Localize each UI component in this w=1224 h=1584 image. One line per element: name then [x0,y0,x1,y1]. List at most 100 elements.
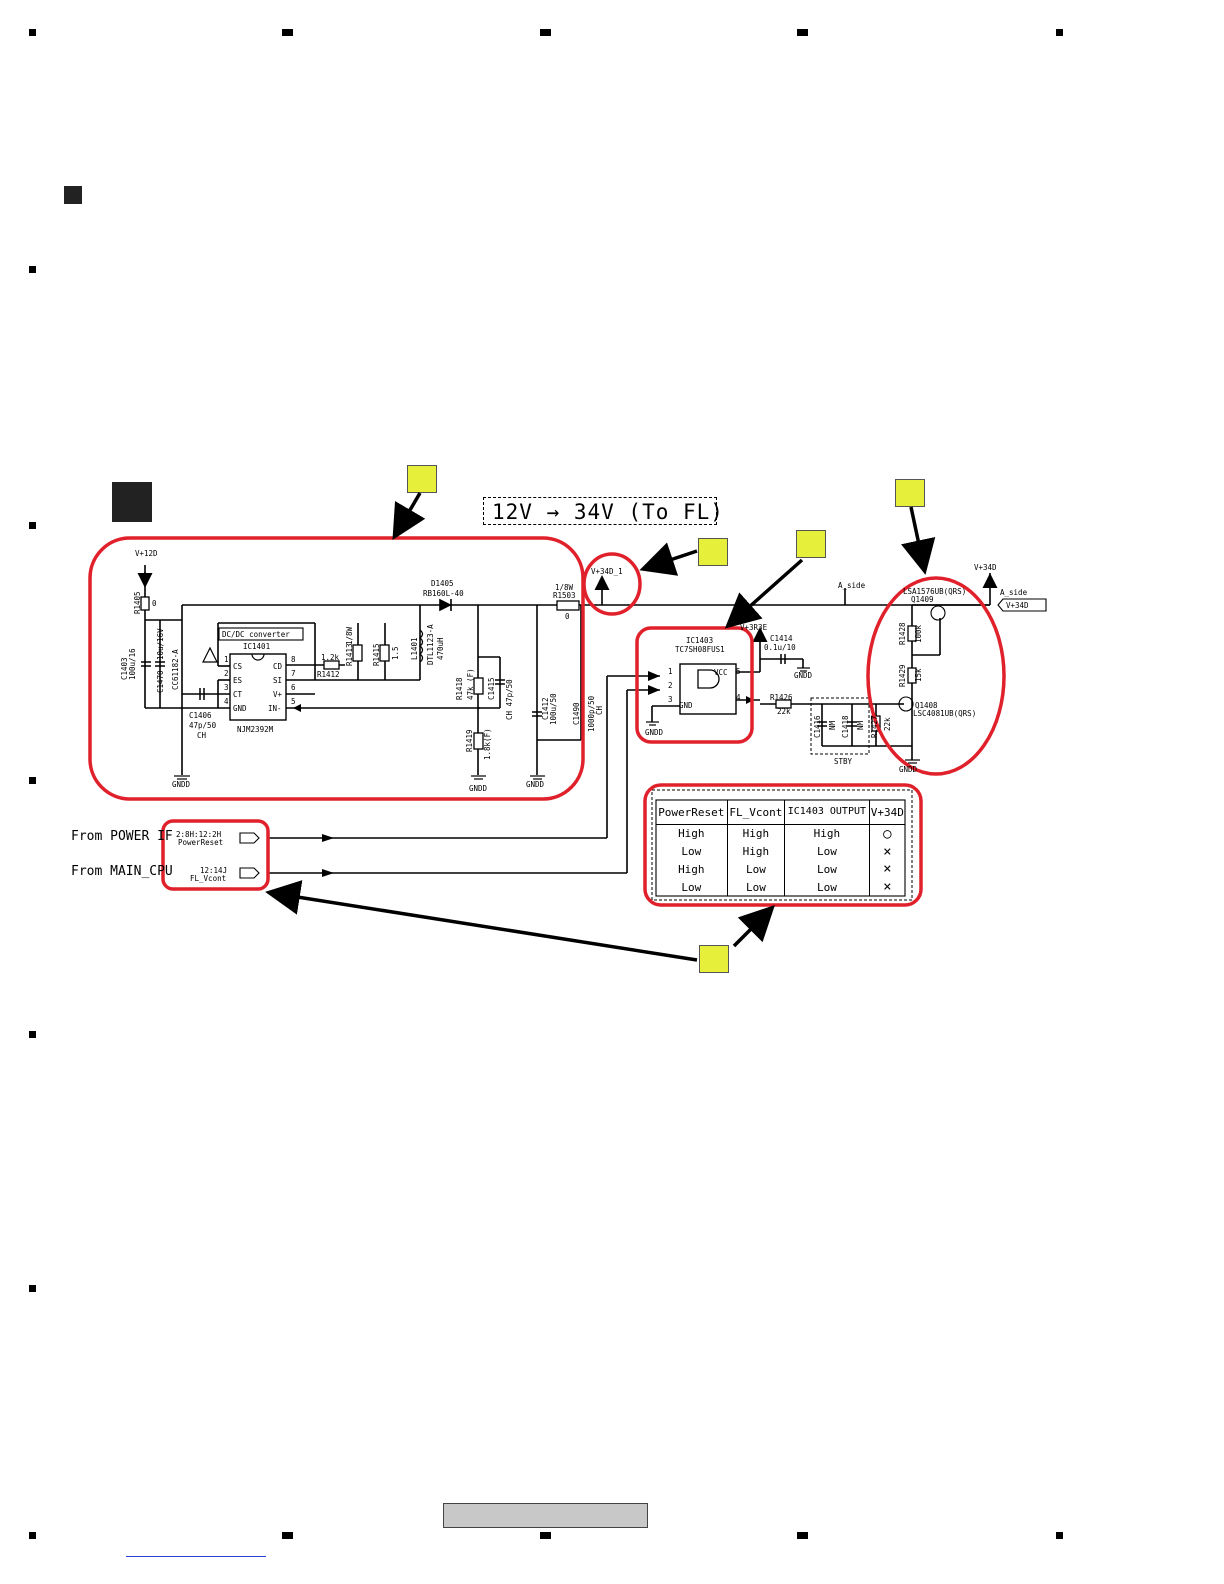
svg-text:2: 2 [668,681,673,690]
pin-in: IN- [268,704,282,713]
label-r1419-val: 1.8k(F) [483,728,492,760]
registration-mark [1056,29,1063,36]
label-c1415: C1415 [487,677,496,700]
cell: × [883,879,892,896]
label-c1412: C1412 [541,697,550,720]
label-ic1401: IC1401 [243,642,270,651]
label-d1405-part: RB160L-40 [423,589,464,598]
label-d1405: D1405 [431,579,454,588]
svg-text:6: 6 [291,683,296,692]
label-stby: STBY [834,757,853,766]
cell: Low [784,878,870,896]
label-c1416-nm: NM [828,720,837,730]
label-a-side: A_side [838,581,866,590]
label-c1470-val: 10u/16V [156,628,165,660]
label-r1503-val: 0 [565,612,570,621]
highlight-marker [796,530,826,558]
cell: High [656,824,728,843]
label-a-side-2: A_side [1000,588,1028,597]
svg-text:5: 5 [736,667,741,676]
label-r1415: R1415 [372,643,381,666]
label-r1503: R1503 [553,591,576,600]
label-l1401: L1401 [410,637,419,660]
resistors [140,596,917,750]
registration-mark [29,1285,36,1292]
registration-mark [29,522,36,529]
header-power-reset: PowerReset [656,800,728,825]
highlight-marker [699,945,729,973]
label-gndd-1: GNDD [172,780,191,789]
label-c1406-val: 47p/50 [189,721,217,730]
svg-text:4: 4 [224,697,229,706]
pin-gnd: GND [233,704,247,713]
pin-es: ES [233,676,243,685]
cell: Low [784,842,870,861]
registration-mark [29,1532,36,1539]
label-v34d-flag: V+34D [1006,601,1029,610]
capacitors [141,654,857,727]
registration-mark [1056,1532,1063,1539]
label-dcdc: DC/DC converter [222,630,290,639]
registration-mark [29,266,36,273]
cell: Low [784,860,870,879]
header-v34d: V+34D [869,800,905,825]
registration-mark [540,1532,551,1539]
cell: Low [656,842,728,861]
label-r1413-val: 1/8W [345,626,354,645]
registration-mark [282,1532,293,1539]
label-r1418-val: 47k (F) [466,668,475,700]
label-power-reset: PowerReset [178,838,223,847]
cell: × [883,861,892,878]
label-power-reset-ref: 2:8H:12:2H [176,830,222,839]
label-r1405-val: 0 [152,599,157,608]
truth-table: PowerReset FL_Vcont IC1403 OUTPUT V+34D … [656,800,905,896]
label-vcc: VCC [714,668,728,677]
label-fl-vcont-ref: 12:14J [200,866,227,875]
pin-ct: CT [233,690,243,699]
label-gndd-5: GNDD [645,728,664,737]
ic1401-body [229,653,287,721]
highlight-marker [407,465,437,493]
label-r1412-val: 1.2k [321,653,340,662]
header-ic1403-output: IC1403 OUTPUT [784,800,870,825]
svg-text:3: 3 [668,695,673,704]
registration-mark [282,29,293,36]
label-r1405: R1405 [133,591,142,614]
label-c1414-val: 0.1u/10 [764,643,796,652]
cell: × [883,843,892,860]
label-ic1401-part: NJM2392M [237,725,274,734]
svg-text:5: 5 [291,697,296,706]
cell: High [784,824,870,843]
svg-text:3: 3 [224,683,229,692]
label-v34d-top: V+34D [974,563,997,572]
label-c1403-val: 100u/16 [128,648,137,680]
label-c1412-val: 100u/50 [549,693,558,725]
label-gndd-6: GNDD [899,765,918,774]
registration-mark [540,29,551,36]
component-labels: V+12D R1405 0 C1403 100u/16 C1470 10u/16… [120,549,1029,883]
table-row: High Low Low × [656,860,905,879]
cell: ○ [883,825,892,842]
label-c1415-val: CH 47p/50 [505,679,514,720]
registration-mark [797,29,808,36]
label-c1406: C1406 [189,711,212,720]
label-r1428-val: 100k [914,624,923,643]
footer-link[interactable] [126,1556,266,1557]
ic1403-body [679,663,737,715]
svg-text:4: 4 [736,693,741,702]
label-gndd-2: GNDD [469,784,488,793]
source-main-cpu: From MAIN_CPU [71,864,173,879]
label-r1428: R1428 [898,622,907,645]
table-row: High High High ○ [656,824,905,843]
cell: High [727,824,786,843]
pin-si: SI [273,676,282,685]
label-gndd-3: GNDD [526,780,545,789]
label-q1408: Q1408 [915,701,938,710]
label-r1426-val: 22k [777,707,791,716]
label-c1490: C1490 [572,702,581,725]
highlight-marker [895,479,925,507]
source-power-if: From POWER IF [71,829,173,844]
label-r1429: R1429 [898,664,907,687]
label-v12d: V+12D [135,549,158,558]
label-r1418: R1418 [455,677,464,700]
